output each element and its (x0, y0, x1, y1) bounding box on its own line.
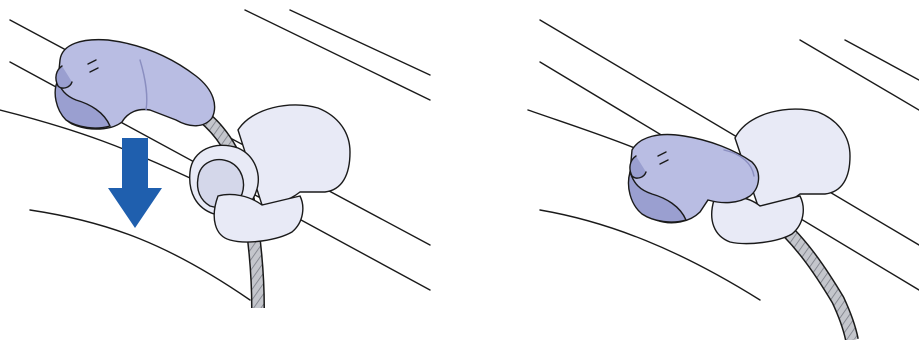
panel-before (0, 10, 430, 308)
shower-head-icon (55, 40, 214, 129)
arrow-down-icon (108, 138, 162, 228)
panel-after (528, 20, 919, 340)
